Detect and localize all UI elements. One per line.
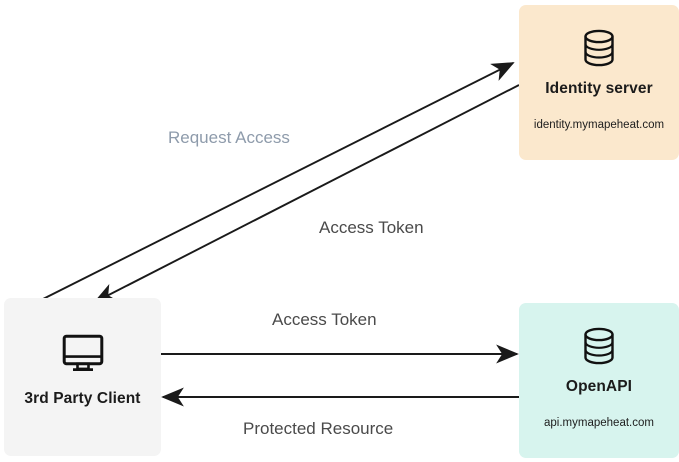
database-icon (582, 29, 616, 67)
node-openapi-subtitle: api.mymapeheat.com (544, 417, 654, 429)
node-openapi[interactable]: OpenAPI api.mymapeheat.com (519, 303, 679, 458)
database-icon (582, 327, 616, 365)
edge-label-access-token-from-identity: Access Token (319, 218, 424, 237)
edge-request-access-line (40, 62, 515, 301)
edge-label-access-token-to-openapi: Access Token (272, 310, 377, 329)
node-identity-server-title: Identity server (545, 80, 653, 97)
edge-label-protected-resource: Protected Resource (243, 419, 394, 438)
node-identity-server-subtitle: identity.mymapeheat.com (533, 119, 665, 131)
edge-access-token-from-identity-line (93, 84, 520, 303)
node-identity-server[interactable]: Identity server identity.mymapeheat.com (519, 5, 679, 160)
node-third-party-client-title: 3rd Party Client (24, 390, 141, 407)
edge-label-request-access: Request Access (168, 128, 290, 147)
node-openapi-title: OpenAPI (565, 378, 633, 395)
node-third-party-client[interactable]: 3rd Party Client (4, 298, 161, 456)
desktop-monitor-icon (62, 334, 104, 372)
